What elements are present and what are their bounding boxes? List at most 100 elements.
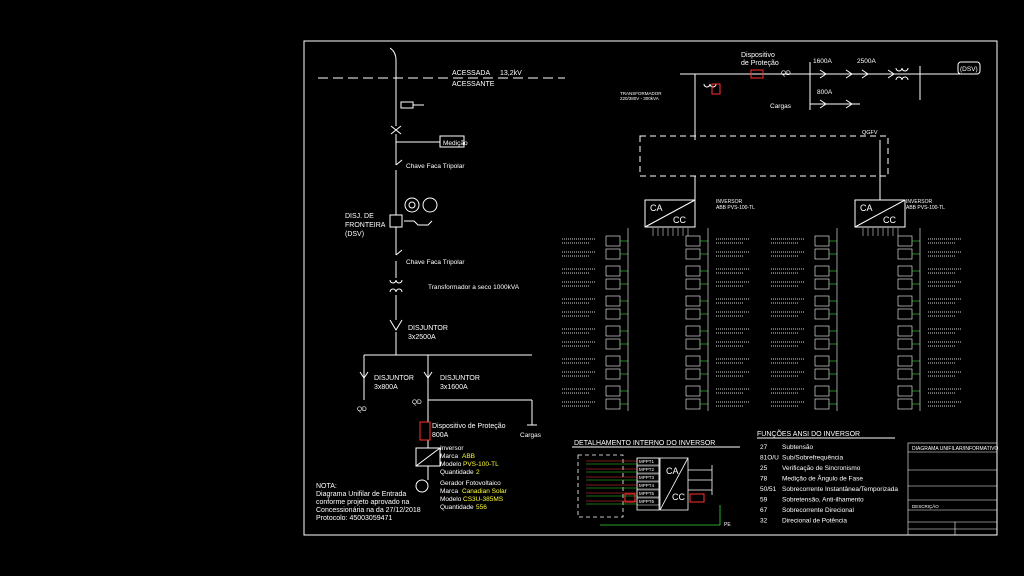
right-top-lines [639,61,981,200]
pv-module-icon [814,295,830,307]
inverter-1-box [644,199,696,228]
right-device-icon [711,83,721,95]
pv-module-icon [605,385,621,397]
dispositivo-label: Dispositivo de Proteção [432,423,506,430]
protection-device-icon [419,421,431,441]
gerador-marca-value: Canadian Solar [462,488,508,495]
pv-string-grid [562,228,962,411]
gerador-modelo-value: CS3U-385MS [463,496,504,503]
ansi-description: Subtensão [782,444,813,451]
inverter-1-cc: CC [673,215,686,225]
pv-module-icon [897,248,913,260]
dispositivo-right-line2: de Proteção [741,60,779,67]
qd-right-label: QD [781,70,791,77]
pv-module-icon [897,278,913,290]
mppt-box [636,457,660,466]
ansi-description: Sobrecorrente Instantânea/Temporizada [782,486,898,493]
detail-title: DETALHAMENTO INTERNO DO INVERSOR [574,440,715,447]
chave2-label: Chave Faca Tripolar [406,259,465,266]
title-block [907,442,998,536]
inversor-quantidade-value: 2 [476,469,480,476]
pv-module-icon [685,368,701,380]
pv-module-icon [685,385,701,397]
transformador-note2: 220/380V - 300kVA [620,96,659,101]
mppt-label: MPPT2 [639,467,655,472]
pv-module-icon [685,235,701,247]
ansi-code: 78 [760,476,768,483]
pv-module-icon [605,368,621,380]
ansi-title: FUNÇÕES ANSI DO INVERSOR [757,429,860,438]
pv-module-icon [605,235,621,247]
inversor-modelo-value: PVS-100-TL [463,461,499,468]
pv-module-icon [605,278,621,290]
ansi-description: Direcional de Potência [782,518,847,525]
qd2-label: QD [412,399,422,406]
ansi-description: Medição de Ângulo de Fase [782,474,863,483]
mppt-label: MPPT5 [639,491,655,496]
disjuntor-b-rating: 3x1600A [440,384,468,391]
gerador-modelo-label: Modelo [440,496,462,503]
pv-module-icon [814,325,830,337]
inverter-2-cc: CC [883,215,896,225]
pv-module-icon [897,368,913,380]
ct-icon [408,201,416,209]
pv-module-icon [814,278,830,290]
pv-module-icon [685,248,701,260]
inverter-2: CA CC INVERSOR ABB PVS-100-TL [854,199,945,228]
disjuntor-a-label: DISJUNTOR [374,375,414,382]
nota-line: NOTA: [316,483,337,490]
inverter-2-box [854,199,906,228]
cargas-label: Cargas [520,432,542,439]
detail-ca: CA [666,466,679,476]
inversor-title: Inversor [440,445,464,452]
gerador-marca-label: Marca [440,488,458,495]
drawing-frame [303,40,998,536]
pv-module-icon [685,265,701,277]
pv-module-icon [814,248,830,260]
disj-fronteira-line2: FRONTEIRA [345,222,386,229]
pv-module-icon [897,295,913,307]
ansi-description: Verificação de Sincronismo [782,465,861,472]
acessada-label: ACESSADA [452,70,490,77]
disj-fronteira-line3: (DSV) [345,231,364,238]
mppt-label: MPPT1 [639,459,655,464]
pv-module-icon [685,278,701,290]
pv-module-icon [814,338,830,350]
acessante-label: ACESSANTE [452,81,495,88]
mppt-box [636,465,660,474]
pv-module-icon [605,338,621,350]
voltage-label: 13,2kV [500,70,522,77]
ansi-description: Sobrecorrente Direcional [782,507,854,514]
nota-block: NOTA: Diagrama Unifilar de Entrada confo… [316,483,421,522]
pv-module-icon [605,308,621,320]
inverter-1-model: ABB PVS-100-TL [716,205,755,211]
rating-2500-label: 2500A [857,58,876,65]
disj-fronteira-line1: DISJ. DE [345,213,374,220]
pv-module-icon [897,338,913,350]
pv-module-icon [814,398,830,410]
inverter-2-model: ABB PVS-100-TL [906,205,945,211]
dispositivo-rating: 800A [432,432,449,439]
mppt-box [636,481,660,490]
mppt-box [636,489,660,498]
gerador-quantidade-label: Quantidade [440,504,474,511]
pv-module-icon [897,398,913,410]
transformador-label: Transformador a seco 1000kVA [428,284,520,291]
inverter-1-label: INVERSOR [716,199,743,205]
pv-module-icon [897,265,913,277]
detail-pe: PE [724,522,731,528]
qgfv-label: QGFV [862,130,878,136]
rating-1600-label: 1600A [813,58,832,65]
inversor-marca-value: ABB [462,453,475,460]
inverter-1: CA CC INVERSOR ABB PVS-100-TL [644,199,755,228]
rating-800-label: 800A [817,89,833,96]
pv-module-icon [814,308,830,320]
pv-module-icon [814,368,830,380]
mppt-box [636,473,660,482]
pv-module-icon [685,398,701,410]
gerador-title: Gerador Fotovoltaico [440,480,501,487]
inversor-modelo-label: Modelo [440,461,462,468]
titleblock-descricao: DESCRIÇÃO [912,503,939,509]
